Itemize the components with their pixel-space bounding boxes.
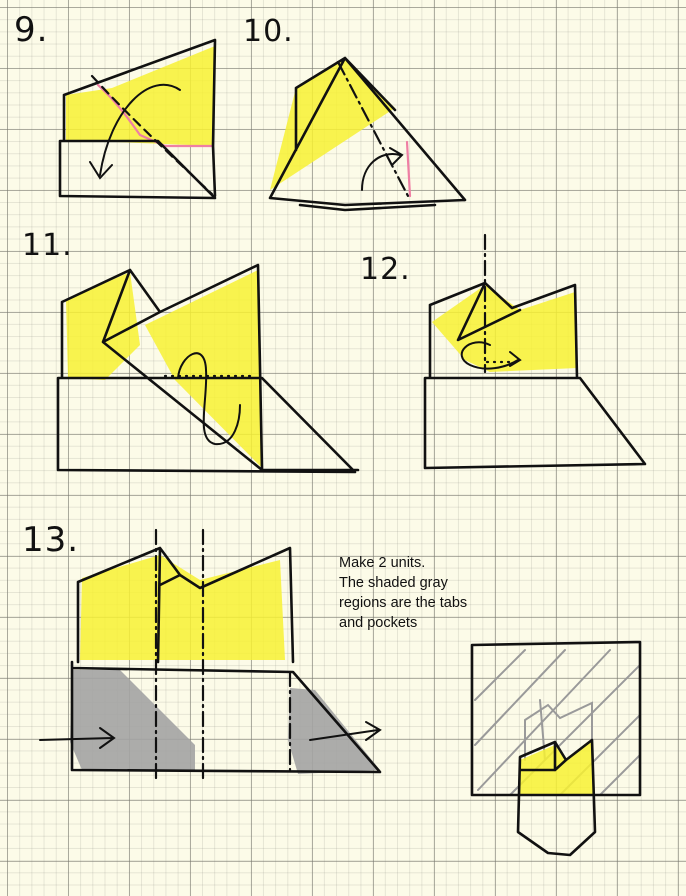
- step-9-outline: [58, 38, 217, 200]
- step-label-11: 11.: [22, 228, 73, 263]
- step-10-highlight: [270, 58, 395, 190]
- step-10-fold-line: [336, 60, 410, 198]
- step-12-fold-arrow: [460, 341, 522, 370]
- step-11-fold-arrow: [177, 352, 241, 446]
- step-9-highlight: [66, 46, 215, 146]
- step-11-highlight-right: [145, 270, 262, 468]
- step-9-fold-arrow: [89, 83, 181, 180]
- step-10-fold-arrow: [361, 147, 404, 191]
- step-13-arrow-left: [39, 727, 116, 749]
- step-13-diagram: [39, 528, 382, 782]
- step-label-13: 13.: [22, 520, 80, 560]
- note-line-2: The shaded gray: [339, 575, 448, 591]
- step-11-diagram: [56, 263, 360, 474]
- step-9-fold-line: [90, 74, 214, 196]
- note-line-3: regions are the tabs: [339, 595, 468, 611]
- step-label-10: 10.: [243, 14, 294, 49]
- step-12-diagram: [423, 233, 647, 470]
- step-12-highlight: [432, 285, 577, 372]
- step-10-crease-mark: [405, 140, 412, 198]
- step-9-crease-mark: [96, 83, 215, 148]
- assembly-outline: [470, 640, 642, 857]
- step-13-pocket-shade-right: [288, 688, 380, 774]
- instruction-note: Make 2 units. The shaded gray regions ar…: [339, 553, 519, 633]
- assembly-diagram: [470, 640, 642, 857]
- step-label-9: 9.: [14, 10, 49, 50]
- step-11-outline: [56, 263, 360, 474]
- step-13-tab-shade-left: [70, 670, 195, 772]
- note-line-1: Make 2 units.: [339, 555, 426, 571]
- step-13-outline: [70, 546, 382, 774]
- step-9-diagram: [58, 38, 217, 200]
- assembly-hatching: [474, 649, 641, 796]
- assembly-back-unit: [524, 701, 593, 761]
- step-13-arrow-right: [309, 721, 382, 741]
- step-10-outline: [268, 56, 467, 212]
- step-13-highlight: [80, 555, 285, 660]
- note-line-4: and pockets: [339, 615, 418, 631]
- step-11-highlight-left: [66, 272, 140, 380]
- step-12-outline: [423, 281, 647, 470]
- step-label-12: 12.: [360, 252, 411, 287]
- step-10-diagram: [268, 56, 467, 212]
